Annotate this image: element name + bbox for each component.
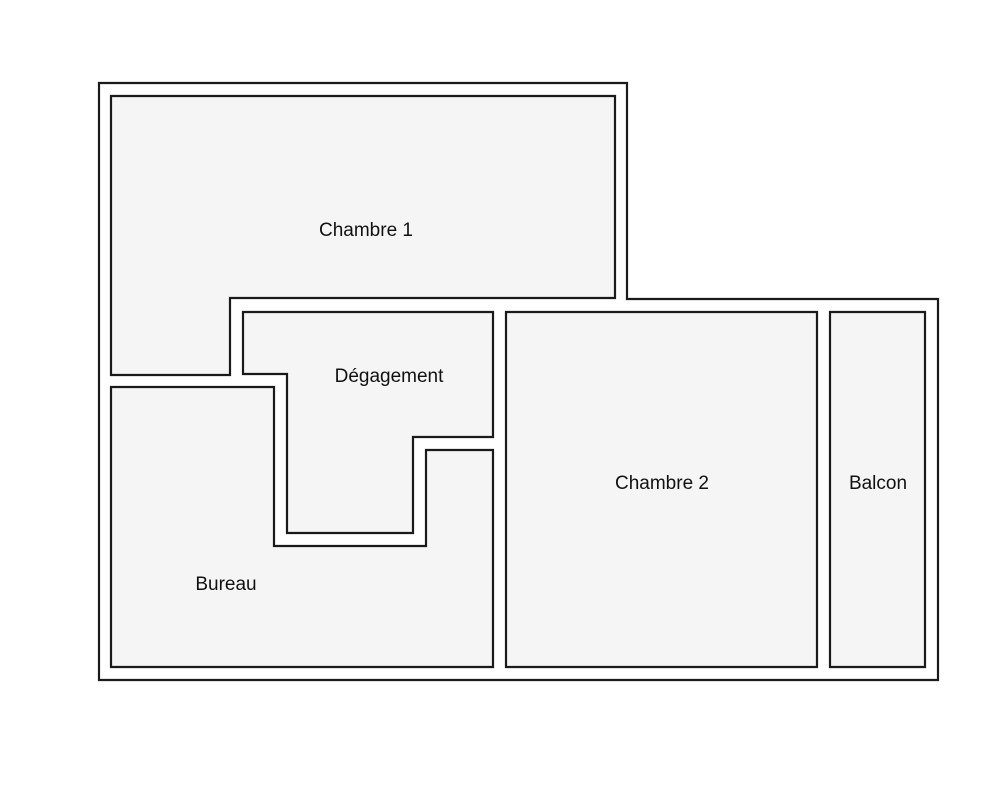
room-label-bureau: Bureau	[195, 574, 256, 595]
room-bureau	[109, 385, 495, 669]
room-balcon	[828, 310, 927, 669]
room-chambre-2	[504, 310, 819, 669]
room-label-chambre-1: Chambre 1	[319, 220, 413, 241]
room-degagement	[241, 310, 495, 535]
room-label-chambre-2: Chambre 2	[615, 473, 709, 494]
outer-wall	[97, 81, 940, 682]
room-chambre-1	[109, 94, 617, 377]
room-label-degagement: Dégagement	[335, 366, 445, 387]
room-label-balcon: Balcon	[849, 473, 907, 494]
